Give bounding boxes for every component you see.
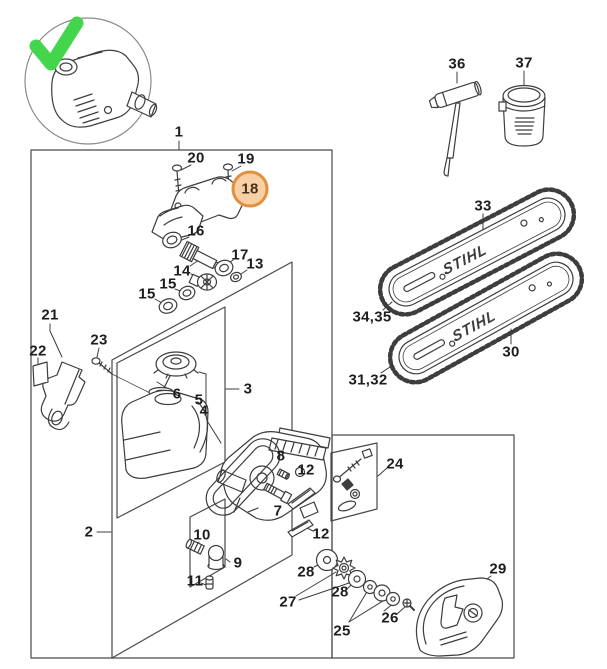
part-label-1[interactable]: 1 — [174, 123, 184, 141]
bearing-15a — [178, 285, 196, 301]
grease-tube-37 — [498, 84, 546, 147]
part-label-12a[interactable]: 12 — [297, 461, 315, 479]
part-label-26[interactable]: 26 — [381, 609, 399, 627]
plate-22 — [32, 361, 49, 387]
frame-box-chain — [331, 434, 515, 659]
bearing-15b — [158, 298, 178, 314]
part-label-24[interactable]: 24 — [386, 455, 404, 473]
bearing-17 — [214, 259, 234, 277]
part-label-3132[interactable]: 31,32 — [348, 371, 388, 389]
sprocket-cover-29 — [415, 577, 504, 657]
part-label-27[interactable]: 27 — [279, 593, 297, 611]
part-label-7[interactable]: 7 — [273, 502, 283, 520]
part-label-23[interactable]: 23 — [90, 331, 108, 349]
screw-26 — [402, 598, 415, 611]
part-label-22[interactable]: 22 — [29, 342, 47, 360]
part-label-4[interactable]: 4 — [199, 402, 209, 420]
part-label-3[interactable]: 3 — [243, 380, 253, 398]
part-label-12b[interactable]: 12 — [312, 525, 330, 543]
washer-set-25 — [347, 569, 401, 607]
part-label-28a[interactable]: 28 — [297, 563, 315, 581]
part-label-17[interactable]: 17 — [231, 246, 249, 264]
oil-tank — [121, 389, 209, 479]
part-label-15b[interactable]: 15 — [138, 285, 156, 303]
gear-head-bracket — [151, 176, 246, 241]
part-label-15a[interactable]: 15 — [159, 275, 177, 293]
part-label-18[interactable]: 18 — [231, 170, 269, 208]
plug-10 — [185, 538, 205, 555]
part-label-10[interactable]: 10 — [193, 526, 211, 544]
check-icon — [29, 16, 84, 71]
t-wrench-36 — [428, 80, 482, 177]
powerhead-sketch — [51, 49, 158, 128]
frame-box-1 — [30, 149, 333, 659]
gasket-4 — [205, 438, 281, 516]
bearing-16 — [162, 231, 182, 249]
washer-28a — [315, 548, 339, 572]
part-label-2[interactable]: 2 — [84, 523, 94, 541]
bevel-gear-14 — [188, 273, 218, 291]
primer-bulb-9 — [207, 544, 225, 571]
frame-box-9 — [189, 498, 226, 588]
part-label-13[interactable]: 13 — [246, 255, 264, 273]
valve-11 — [205, 575, 214, 590]
part-label-8[interactable]: 8 — [276, 447, 286, 465]
chain-34-35 — [377, 187, 577, 317]
pin-8 — [276, 468, 290, 480]
frame-box-2 — [111, 261, 293, 659]
washer-13 — [230, 271, 242, 283]
oiler-kit-24 — [332, 448, 373, 512]
part-label-36[interactable]: 36 — [448, 55, 466, 73]
hanger-hook-21 — [40, 361, 86, 431]
part-label-16[interactable]: 16 — [187, 222, 205, 240]
sprocket-28 — [332, 556, 356, 580]
guide-bar-33: STIHL — [377, 187, 577, 317]
part-label-19[interactable]: 19 — [237, 150, 255, 168]
part-label-5[interactable]: 5 — [194, 391, 204, 409]
part-label-21[interactable]: 21 — [41, 306, 59, 324]
frame-box-24 — [330, 442, 378, 522]
part-label-9[interactable]: 9 — [233, 554, 243, 572]
screw-23 — [91, 357, 113, 375]
part-label-20[interactable]: 20 — [187, 149, 205, 167]
part-label-29[interactable]: 29 — [489, 560, 507, 578]
pinion-shaft-14 — [179, 240, 223, 271]
part-label-37[interactable]: 37 — [515, 54, 533, 72]
part-label-6[interactable]: 6 — [172, 385, 182, 403]
part-label-3435[interactable]: 34,35 — [352, 308, 392, 326]
part-label-25[interactable]: 25 — [333, 622, 351, 640]
chain-31-32 — [387, 251, 585, 385]
cover-strip-12b — [287, 519, 314, 538]
part-label-33[interactable]: 33 — [474, 197, 492, 215]
part-label-14[interactable]: 14 — [173, 262, 191, 280]
part-label-28b[interactable]: 28 — [331, 583, 349, 601]
cover-strip-12a — [287, 487, 316, 510]
part-label-30[interactable]: 30 — [502, 343, 520, 361]
bolt-7 — [263, 482, 293, 505]
part-label-11[interactable]: 11 — [186, 572, 204, 590]
